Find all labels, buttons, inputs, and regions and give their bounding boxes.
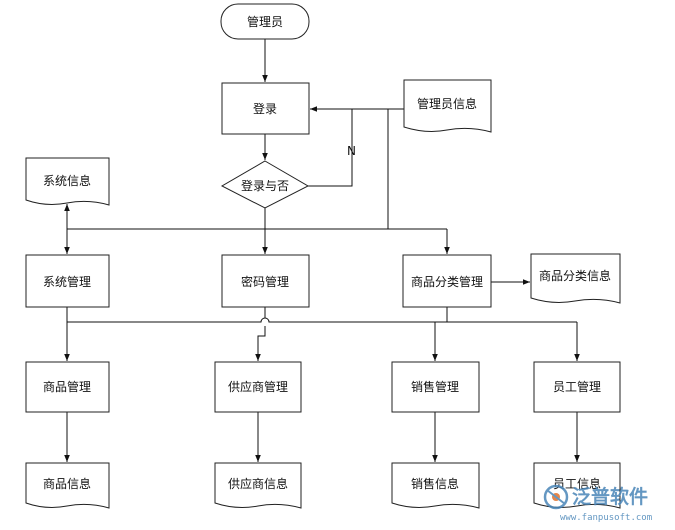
watermark-site: www.fanpusoft.com xyxy=(560,513,652,523)
node-product-info-label: 商品信息 xyxy=(43,476,91,491)
node-sales-mgmt: 销售管理 xyxy=(391,361,480,413)
node-sales-info: 销售信息 xyxy=(391,462,480,509)
node-supplier-info: 供应商信息 xyxy=(214,462,302,509)
node-password-mgmt: 密码管理 xyxy=(221,254,310,308)
node-product-info: 商品信息 xyxy=(25,462,110,509)
node-system-info-label: 系统信息 xyxy=(43,173,91,188)
node-supplier-mgmt: 供应商管理 xyxy=(214,361,302,413)
watermark-logo-icon xyxy=(543,484,569,510)
node-category-info: 商品分类信息 xyxy=(530,253,621,304)
node-staff-info-label: 员工信息 xyxy=(553,476,601,491)
watermark-brand: 泛普软件 xyxy=(572,485,648,508)
node-product-mgmt: 商品管理 xyxy=(25,361,110,413)
edge-bus-bottom xyxy=(67,317,577,323)
node-staff-mgmt: 员工管理 xyxy=(533,361,621,413)
node-admin-label: 管理员 xyxy=(247,14,283,29)
edge-check-no-loop xyxy=(308,109,353,187)
node-sales-mgmt-label: 销售管理 xyxy=(411,379,459,394)
node-system-mgmt-label: 系统管理 xyxy=(43,274,91,289)
node-admin-info: 管理员信息 xyxy=(403,79,492,133)
node-staff-mgmt-label: 员工管理 xyxy=(553,379,601,394)
edges xyxy=(64,39,580,462)
node-category-mgmt: 商品分类管理 xyxy=(402,254,492,308)
node-system-mgmt: 系统管理 xyxy=(25,254,110,308)
node-login: 登录 xyxy=(221,82,310,135)
watermark: 泛普软件 www.fanpusoft.com xyxy=(543,484,652,523)
node-admin-info-label: 管理员信息 xyxy=(417,96,477,111)
node-login-label: 登录 xyxy=(253,101,277,116)
node-password-mgmt-label: 密码管理 xyxy=(241,274,289,289)
node-supplier-info-label: 供应商信息 xyxy=(228,476,288,491)
node-admin: 管理员 xyxy=(220,3,310,40)
edge-bus-supplier xyxy=(255,326,266,361)
node-sales-info-label: 销售信息 xyxy=(411,476,459,491)
node-product-mgmt-label: 商品管理 xyxy=(43,379,91,394)
node-category-info-label: 商品分类信息 xyxy=(539,268,611,283)
node-supplier-mgmt-label: 供应商管理 xyxy=(228,379,288,394)
node-system-info: 系统信息 xyxy=(25,157,110,206)
edge-label-no: N xyxy=(347,144,356,158)
node-login-check-label: 登录与否 xyxy=(241,178,289,193)
node-category-mgmt-label: 商品分类管理 xyxy=(411,274,483,289)
node-login-check: 登录与否 xyxy=(220,160,310,209)
